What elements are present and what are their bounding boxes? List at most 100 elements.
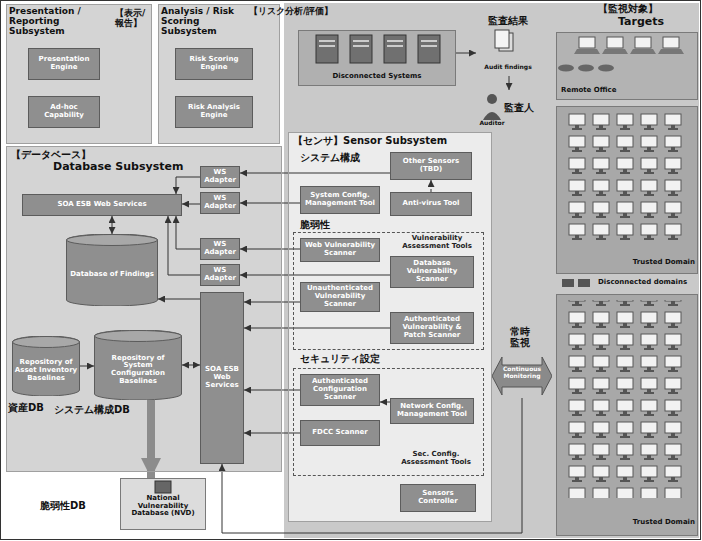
- cylinder-top: [13, 337, 80, 348]
- process-box: Authenticated Vulnerability & Patch Scan…: [390, 312, 474, 344]
- cylinder-outline: [66, 234, 158, 306]
- node-text: Sensors Controller: [403, 490, 473, 505]
- auditor-head: [487, 94, 497, 104]
- node-text: FDCC Scanner: [303, 429, 377, 437]
- system-group-box: National Vulnerability Database (NVD): [120, 478, 206, 530]
- connector: [380, 402, 390, 403]
- node-text: Authenticated Vulnerability & Patch Scan…: [393, 316, 471, 339]
- connector: [244, 433, 300, 434]
- node-text: Database Subsystem: [53, 161, 183, 173]
- icon-node: 監査結果Audit findings: [476, 14, 540, 76]
- annotation: 脆弱性: [300, 219, 330, 230]
- connector: [176, 216, 200, 249]
- node-text: Authenticated Configuration Scanner: [303, 378, 377, 401]
- annotation: 脆弱性DB: [40, 500, 86, 511]
- node-text: Unauthenticated Vulnerability Scanner: [303, 285, 377, 308]
- node-text: Database Vulnerability Scanner: [393, 260, 471, 283]
- node-text: WS Adapter: [203, 169, 237, 184]
- audit-document: [495, 30, 509, 48]
- node-text: WS Adapter: [203, 267, 237, 282]
- database-cylinder: Repository of Asset Inventory Baselines: [12, 336, 80, 396]
- process-box: Presentation Engine: [28, 48, 100, 80]
- node-text: WS Adapter: [203, 241, 237, 256]
- nvd-ground: [120, 478, 206, 530]
- database-cylinder: Repository of System Configuration Basel…: [94, 330, 182, 400]
- disconnected-ground: [298, 30, 456, 86]
- workstation-icons: [566, 300, 686, 498]
- system-group-box: Disconnected Systems: [298, 30, 456, 86]
- icon-node: Auditor監査人: [478, 90, 548, 132]
- remote-office-ground: [556, 32, 698, 100]
- node-text: SOA ESB Web Services: [25, 201, 179, 209]
- auditor-body: [483, 112, 501, 120]
- node-text: Trusted Domain: [617, 259, 695, 267]
- cylinder-top: [67, 235, 158, 246]
- process-box: WS Adapter: [200, 264, 240, 286]
- connector: [240, 173, 390, 174]
- domain-icon: [562, 279, 574, 287]
- node-text: Risk Analysis Engine: [178, 104, 250, 119]
- nvd-server-icon: [155, 481, 171, 493]
- node-text: Ad-hoc Capability: [31, 104, 97, 119]
- connector: [182, 204, 200, 205]
- process-box: WS Adapter: [200, 166, 240, 188]
- connector: [182, 365, 200, 366]
- node-text: Anti-virus Tool: [393, 200, 469, 208]
- cylinder-body: [67, 234, 158, 306]
- node-text: WS Adapter: [203, 195, 237, 210]
- connector: [240, 203, 300, 204]
- node-text: Trusted Domain: [617, 519, 695, 527]
- node-text: 【センサ】Sensor Subsystem: [293, 135, 447, 146]
- node-text: Sec. Config. Assessment Tools: [392, 451, 480, 466]
- annotation: 【監視対象】: [598, 3, 658, 14]
- node-text: 【表示/報告】: [115, 9, 151, 29]
- node-text: Repository of System Configuration Basel…: [96, 355, 180, 386]
- node-text: 監査人: [504, 102, 534, 113]
- process-box: SOA ESB Web Services: [22, 194, 182, 216]
- connector: [456, 53, 476, 54]
- subsystem-panel: 【データベース】Database SubsystemSOA ESB Web Se…: [6, 146, 282, 472]
- database-ground: [6, 146, 282, 472]
- system-group-box: Remote Office: [556, 32, 698, 100]
- node-text: Other Sensors (TBD): [393, 158, 469, 173]
- process-box: Anti-virus Tool: [390, 192, 472, 216]
- cylinder-body: [13, 336, 80, 396]
- process-box: Other Sensors (TBD): [390, 152, 472, 180]
- node-text: Analysis / Risk Scoring Subsystem: [161, 7, 249, 37]
- process-box: Risk Analysis Engine: [175, 96, 253, 128]
- process-box: Sensors Controller: [400, 484, 476, 512]
- node-text: Remote Office: [561, 87, 616, 95]
- node-text: Presentation Engine: [31, 56, 97, 71]
- audit-document: [499, 33, 513, 51]
- node-text: Vulnerability Assessment Tools: [394, 235, 480, 250]
- connector: [240, 249, 300, 250]
- trusted-domain-ground: [556, 106, 698, 274]
- process-box: WS Adapter: [200, 192, 240, 214]
- double-arrow: 常時監視Continuous Monitoring: [492, 326, 552, 398]
- cylinder-body: [95, 330, 182, 400]
- node-text: Disconnected Systems: [301, 73, 453, 81]
- subsystem-panel: Presentation / Reporting Subsystem【表示/報告…: [6, 4, 152, 144]
- system-group-box: Trusted Domain: [556, 294, 698, 536]
- node-text: Risk Scoring Engine: [178, 56, 250, 71]
- router-icon: [578, 65, 594, 72]
- connector: [176, 177, 200, 194]
- process-box: Database Vulnerability Scanner: [390, 256, 474, 288]
- node-text: Audit findings: [476, 64, 540, 71]
- system-group-box: Trusted Domain: [556, 106, 698, 274]
- laptop-icons: [574, 36, 686, 56]
- process-box: SOA ESB Web Services: [200, 292, 244, 464]
- process-box: WS Adapter: [200, 238, 240, 260]
- annotation: システム構成: [300, 152, 360, 163]
- annotation: Disconnected domains: [598, 279, 687, 287]
- node-text: Database of Findings: [68, 271, 156, 279]
- sensor-ground: [288, 132, 492, 522]
- tool-group: Vulnerability Assessment ToolsWeb Vulner…: [293, 232, 484, 350]
- trusted-domain-ground: [556, 294, 698, 536]
- node-text: System Config. Management Tool: [303, 192, 377, 207]
- connector: [244, 302, 300, 303]
- node-text: Network Config. Management Tool: [393, 403, 471, 418]
- connector: [80, 366, 94, 367]
- workstation-icons: [566, 112, 686, 244]
- connector: [509, 76, 510, 90]
